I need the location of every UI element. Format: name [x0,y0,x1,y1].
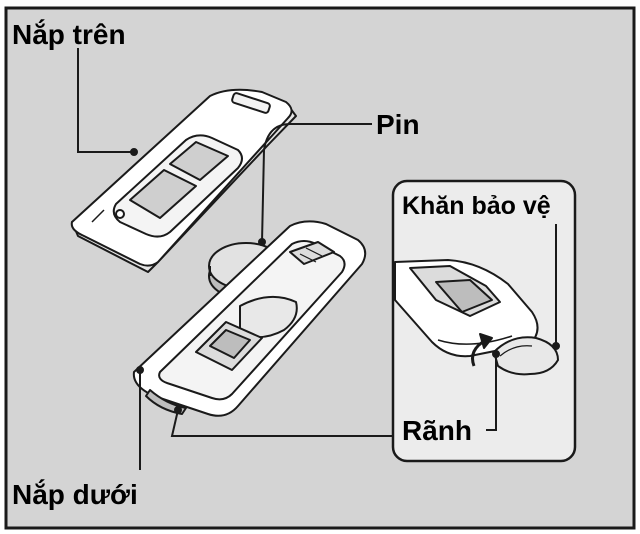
label-protective-cloth: Khăn bảo vệ [402,192,551,220]
label-slot: Rãnh [402,415,472,446]
label-bottom-cover: Nắp dưới [12,479,138,510]
label-battery: Pin [376,109,420,140]
label-top-cover: Nắp trên [12,19,126,50]
